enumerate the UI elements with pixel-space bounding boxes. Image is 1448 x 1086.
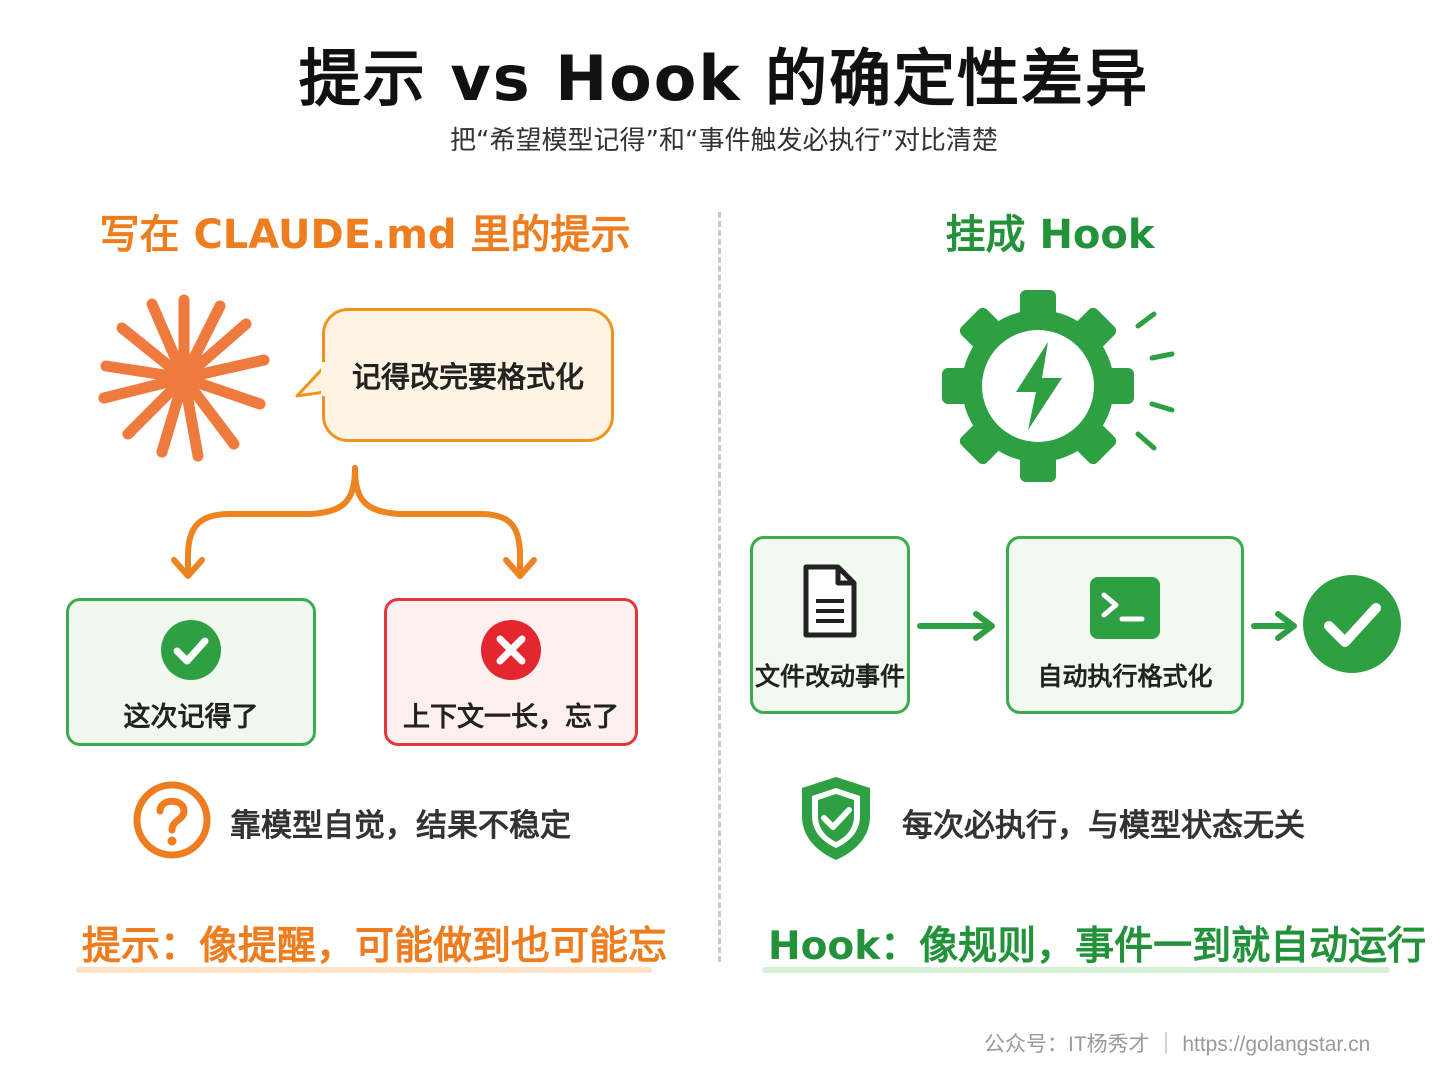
prompt-bubble-text: 记得改完要格式化	[351, 360, 584, 394]
right-panel-heading: 挂成 Hook	[945, 212, 1155, 258]
outcome-success-label: 这次记得了	[123, 702, 259, 733]
panel-divider	[718, 212, 721, 962]
branch-arrows	[171, 465, 537, 579]
page-subtitle: 把“希望模型记得”和“事件触发必执行”对比清楚	[450, 126, 998, 156]
left-note-text: 靠模型自觉，结果不稳定	[230, 808, 571, 844]
starburst-icon	[98, 294, 270, 462]
footer-credit: 公众号：IT杨秀才 ｜ https://golangstar.cn	[984, 1033, 1371, 1056]
arrow-right-icon-2	[1251, 611, 1297, 641]
step-auto-format-card: 自动执行格式化	[1006, 536, 1244, 714]
check-circle-icon	[161, 620, 221, 680]
x-circle-icon	[481, 620, 541, 680]
left-summary-underline	[76, 967, 652, 973]
right-summary-underline	[762, 967, 1390, 973]
step-trigger-label: 文件改动事件	[754, 662, 905, 691]
gear-lightning-icon	[942, 290, 1175, 482]
outcome-failure-label: 上下文一长，忘了	[403, 702, 619, 733]
terminal-icon	[1090, 577, 1160, 639]
right-note-text: 每次必执行，与模型状态无关	[902, 808, 1305, 844]
question-circle-icon	[133, 781, 211, 859]
step-file-change-card: 文件改动事件	[750, 536, 910, 714]
arrow-right-icon	[917, 611, 995, 641]
check-circle-icon-large	[1303, 575, 1401, 673]
document-icon	[803, 564, 857, 638]
page-title: 提示 vs Hook 的确定性差异	[298, 42, 1150, 115]
bubble-tail-mask	[321, 362, 326, 396]
shield-check-icon	[802, 777, 870, 860]
prompt-bubble: 记得改完要格式化	[322, 308, 614, 442]
left-summary-text: 提示：像提醒，可能做到也可能忘	[82, 924, 668, 969]
step-action-label: 自动执行格式化	[1037, 662, 1213, 691]
speech-bubble-tail	[295, 364, 327, 398]
left-panel-heading: 写在 CLAUDE.md 里的提示	[99, 212, 631, 258]
outcome-success-card: 这次记得了	[66, 598, 316, 746]
outcome-failure-card: 上下文一长，忘了	[384, 598, 638, 746]
right-summary-text: Hook：像规则，事件一到就自动运行	[768, 924, 1427, 969]
